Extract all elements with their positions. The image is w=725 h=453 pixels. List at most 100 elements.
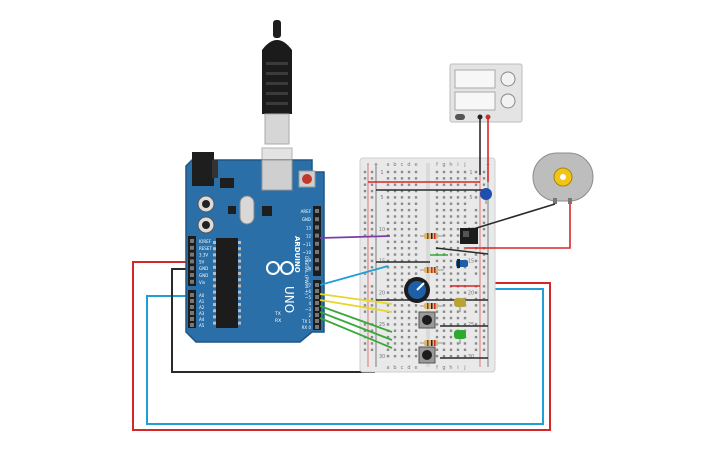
digital-pin-label: GND xyxy=(302,217,311,222)
row-number: 30 xyxy=(468,354,474,360)
wire-motor-red[interactable] xyxy=(466,204,571,249)
knob-current-icon[interactable] xyxy=(500,93,516,109)
display-voltage xyxy=(454,69,496,89)
row-number: 30 xyxy=(379,354,385,360)
wire-green-3[interactable] xyxy=(319,317,393,349)
analog-pin-label: A0 xyxy=(199,293,205,298)
row-number: 20 xyxy=(468,290,474,296)
resistor-1[interactable] xyxy=(420,233,444,239)
column-letter: b xyxy=(393,162,396,168)
power-pin-label: RESET xyxy=(199,246,212,251)
column-letter: f xyxy=(436,365,438,371)
power-pin-label: 5V xyxy=(199,259,205,264)
rail-plus-label: + xyxy=(374,162,378,168)
column-letter: e xyxy=(414,365,417,371)
wire-motor-black[interactable] xyxy=(469,203,556,231)
wire-green-2[interactable] xyxy=(319,311,393,341)
column-letter: e xyxy=(414,162,417,168)
digital-header-top xyxy=(313,206,321,276)
analog-pin-label: A1 xyxy=(199,299,205,304)
power-pin-label: GND xyxy=(199,273,208,278)
row-number: 1 xyxy=(469,170,472,176)
rail-minus-label: - xyxy=(367,162,369,168)
digital-pin-label: 13 xyxy=(306,225,312,230)
digital-pin-label: TX 1 xyxy=(301,319,311,324)
dc-motor[interactable] xyxy=(532,152,594,204)
diode[interactable] xyxy=(456,259,468,268)
digital-pin-label: ~9 xyxy=(305,258,311,263)
digital-pin-label: 8 xyxy=(308,266,311,271)
column-letter: c xyxy=(401,162,404,168)
power-pin-label: Vin xyxy=(199,280,206,285)
capacitor-blue[interactable] xyxy=(480,188,492,204)
arduino-logo-icon xyxy=(266,261,294,275)
wire-bb-black-5[interactable] xyxy=(435,247,489,255)
board-name: ARDUINO xyxy=(293,236,301,273)
wire-green-1[interactable] xyxy=(319,305,393,333)
tx-label: TX xyxy=(274,311,281,317)
wire-blue-loop[interactable] xyxy=(146,288,544,425)
column-letter: i xyxy=(457,365,458,371)
column-letter: j xyxy=(463,162,465,168)
column-letter: g xyxy=(442,365,445,371)
row-number: 25 xyxy=(379,322,385,328)
digital-pin-label: ~5 xyxy=(305,295,311,300)
wire-blue-a0[interactable] xyxy=(319,265,389,286)
column-letter: j xyxy=(463,365,465,371)
analog-pin-label: A3 xyxy=(199,311,205,316)
breadboard[interactable]: aabbccddeeffgghhiijj-+-+1155101015152020… xyxy=(359,157,496,373)
row-number: 1 xyxy=(380,170,383,176)
column-letter: c xyxy=(401,365,404,371)
resistor-4[interactable] xyxy=(420,340,444,346)
wire-red-loop[interactable] xyxy=(132,261,551,431)
wire-yellow-2[interactable] xyxy=(319,299,393,313)
led-green[interactable] xyxy=(454,330,466,344)
digital-pin-label: RX 0 xyxy=(302,325,312,330)
row-number: 10 xyxy=(379,227,385,233)
potentiometer[interactable] xyxy=(404,277,430,303)
column-letter: a xyxy=(386,365,389,371)
column-letter: h xyxy=(449,162,452,168)
digital-pin-label: ~6 xyxy=(305,289,311,294)
display-current xyxy=(454,91,496,111)
analog-pin-label: A4 xyxy=(199,317,205,322)
led-yellow[interactable] xyxy=(454,298,466,312)
pushbutton-1[interactable] xyxy=(418,311,436,329)
column-letter: b xyxy=(393,365,396,371)
power-pin-label: 3.3V xyxy=(199,253,208,258)
usb-port xyxy=(261,159,293,191)
power-supply[interactable] xyxy=(449,63,523,123)
pushbutton-2[interactable] xyxy=(418,346,436,364)
wire-yellow-1[interactable] xyxy=(319,293,393,305)
wire-purple[interactable] xyxy=(319,235,391,239)
column-letter: f xyxy=(436,162,438,168)
microcontroller-chip xyxy=(216,238,238,328)
digital-pin-label: ~10 xyxy=(303,250,312,255)
digital-pin-label: 7 xyxy=(308,283,311,288)
column-letter: a xyxy=(386,162,389,168)
crystal-oscillator xyxy=(239,195,255,225)
column-letter: h xyxy=(449,365,452,371)
knob-voltage-icon[interactable] xyxy=(500,71,516,87)
digital-pin-label: ~3 xyxy=(305,307,311,312)
digital-pin-label: AREF xyxy=(301,209,312,214)
transistor-mosfet[interactable] xyxy=(460,228,478,244)
arduino-uno-board[interactable]: ARDUINO UNO DIGITAL (PWM ~) TX RX IOREFR… xyxy=(185,152,325,343)
column-letter: i xyxy=(457,162,458,168)
power-jack xyxy=(192,152,214,186)
resistor-3[interactable] xyxy=(420,303,444,309)
digital-pin-label: ~11 xyxy=(303,242,312,247)
row-number: 5 xyxy=(469,195,472,201)
column-letter: g xyxy=(442,162,445,168)
column-letter: d xyxy=(407,365,410,371)
rx-label: RX xyxy=(275,318,281,324)
row-number: 5 xyxy=(380,195,383,201)
row-number: 15 xyxy=(468,259,474,265)
row-number: 25 xyxy=(468,322,474,328)
power-pin-label: IOREF xyxy=(199,239,212,244)
digital-pin-label: 12 xyxy=(306,234,312,239)
resistor-2[interactable] xyxy=(420,267,444,273)
row-number: 20 xyxy=(379,290,385,296)
